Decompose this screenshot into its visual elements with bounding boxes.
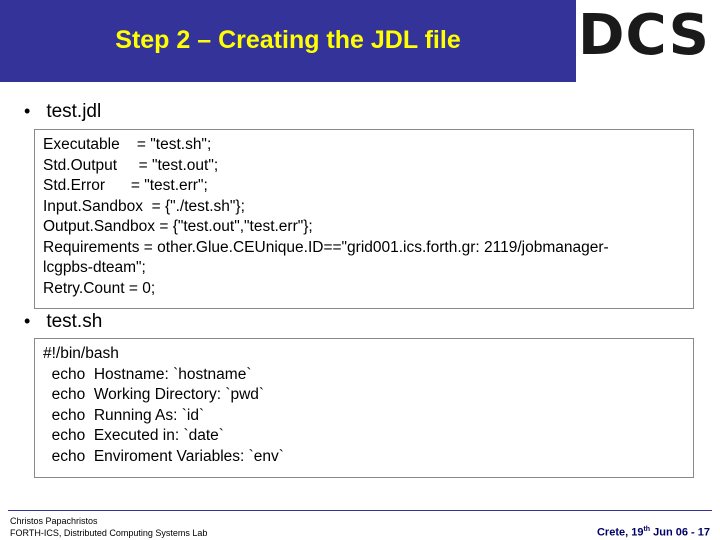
sh-code-line: echo Hostname: `hostname` (43, 365, 252, 383)
bullet-item-test-sh: • test.sh (0, 312, 102, 331)
jdl-code-line: Std.Output = "test.out"; (43, 156, 219, 174)
footer-author-block: Christos Papachristos FORTH-ICS, Distrib… (10, 516, 207, 539)
jdl-code-line: Requirements = other.Glue.CEUnique.ID=="… (43, 238, 609, 256)
sh-code-line: echo Enviroment Variables: `env` (43, 447, 284, 465)
jdl-code-line: Std.Error = "test.err"; (43, 177, 208, 194)
logo-text: DCS (578, 3, 710, 68)
bullet-item-test-jdl: • test.jdl (0, 102, 101, 121)
jdl-code-box: Executable = "test.sh"; Std.Output = "te… (34, 129, 694, 309)
page-title: Step 2 – Creating the JDL file (115, 26, 461, 54)
footer-location-date: Crete, 19th Jun 06 - 17 (597, 526, 710, 539)
footer-affiliation: FORTH-ICS, Distributed Computing Systems… (10, 527, 208, 538)
footer-ordinal: th (643, 526, 651, 533)
jdl-code-line: Executable = "test.sh"; (43, 136, 212, 153)
logo: DCS (576, 0, 720, 82)
jdl-code-line: Output.Sandbox = {"test.out","test.err"}… (43, 218, 313, 235)
footer-date: Jun 06 (650, 526, 688, 539)
sh-code-line: #!/bin/bash (43, 345, 119, 362)
footer-page-number: - 17 (687, 526, 710, 539)
bullet-marker-icon: • (24, 101, 31, 121)
bullet-label-test-sh: test.sh (46, 311, 103, 332)
footer-divider (8, 510, 712, 511)
slide-body: • test.jdl Executable = "test.sh"; Std.O… (0, 82, 720, 510)
footer-author: Christos Papachristos (10, 516, 98, 526)
sh-code-line: echo Working Directory: `pwd` (43, 386, 265, 403)
jdl-code-line: lcgpbs-dteam"; (43, 259, 146, 276)
sh-code-box: #!/bin/bash echo Hostname: `hostname` ec… (34, 338, 694, 478)
bullet-marker-icon: • (24, 311, 31, 331)
jdl-code-line: Retry.Count = 0; (43, 279, 156, 297)
sh-code-line: echo Executed in: `date` (43, 427, 224, 444)
title-band (0, 0, 576, 82)
jdl-code-line: Input.Sandbox = {"./test.sh"}; (43, 197, 245, 215)
sh-code-line: echo Running As: `id` (43, 406, 205, 424)
bullet-label-test-jdl: test.jdl (46, 101, 102, 122)
footer-location: Crete, 19 (596, 526, 644, 539)
